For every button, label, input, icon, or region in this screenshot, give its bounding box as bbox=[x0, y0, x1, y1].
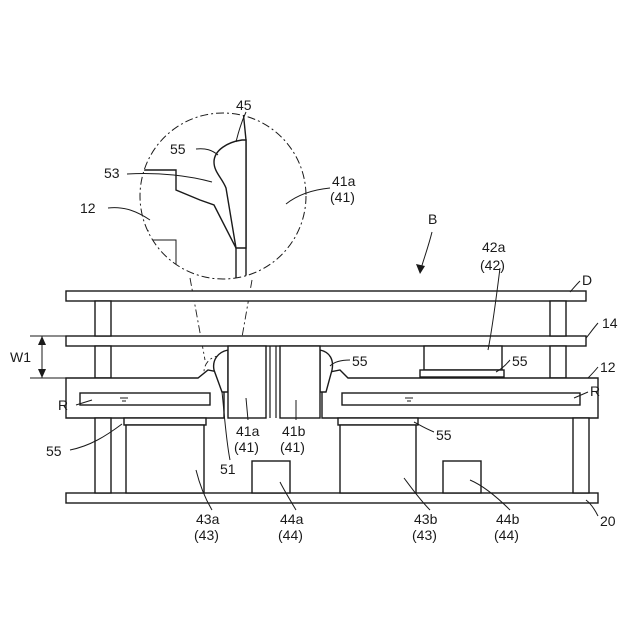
plate-20 bbox=[66, 493, 598, 503]
label-53: 53 bbox=[104, 165, 120, 181]
post-right-mid bbox=[550, 346, 566, 378]
post-right-upper bbox=[550, 301, 566, 336]
label-d: D bbox=[582, 272, 592, 288]
label-43b: 43b bbox=[414, 511, 438, 527]
label-51: 51 bbox=[220, 461, 236, 477]
post-left-upper bbox=[95, 301, 111, 336]
plate-14 bbox=[66, 336, 586, 346]
label-w1: W1 bbox=[10, 349, 31, 365]
label-55-detail: 55 bbox=[170, 141, 186, 157]
label-41-detail: (41) bbox=[330, 189, 355, 205]
post-right-lower bbox=[573, 418, 589, 493]
adhesive-55-42a bbox=[420, 370, 504, 377]
label-r-left: R bbox=[58, 397, 68, 413]
label-43b-paren: (43) bbox=[412, 527, 437, 543]
label-43a: 43a bbox=[196, 511, 220, 527]
label-55-mid: 55 bbox=[352, 353, 368, 369]
detail-part-12 bbox=[130, 170, 236, 290]
adhesive-55-43a bbox=[124, 418, 206, 425]
label-45: 45 bbox=[236, 97, 252, 113]
label-44b-paren: (44) bbox=[494, 527, 519, 543]
detail-view bbox=[130, 100, 320, 290]
label-r-right: R bbox=[590, 383, 600, 399]
post-left-mid bbox=[95, 346, 111, 378]
label-42a: 42a bbox=[482, 239, 506, 255]
label-41a-main: 41a bbox=[236, 423, 260, 439]
part-44a bbox=[252, 461, 290, 493]
label-b: B bbox=[428, 211, 437, 227]
view-arrowhead-b bbox=[416, 264, 425, 274]
label-44a: 44a bbox=[280, 511, 304, 527]
label-20: 20 bbox=[600, 513, 616, 529]
label-41a-main-paren: (41) bbox=[234, 439, 259, 455]
label-41b-main: 41b bbox=[282, 423, 306, 439]
label-44a-paren: (44) bbox=[278, 527, 303, 543]
reservoir-r-left bbox=[80, 393, 210, 405]
post-left-lower bbox=[95, 418, 111, 493]
reservoir-r-right bbox=[342, 393, 580, 405]
w1-arrow-bottom bbox=[38, 369, 46, 378]
part-43b bbox=[340, 425, 416, 493]
label-14: 14 bbox=[602, 315, 618, 331]
label-55-left-bottom: 55 bbox=[46, 443, 62, 459]
label-43a-paren: (43) bbox=[194, 527, 219, 543]
detail-guide-left bbox=[190, 278, 205, 360]
adhesive-55-43b bbox=[338, 418, 418, 425]
part-41b bbox=[280, 346, 320, 418]
part-44b bbox=[443, 461, 481, 493]
part-43a bbox=[126, 425, 204, 493]
label-44b: 44b bbox=[496, 511, 520, 527]
part-42a bbox=[424, 346, 502, 370]
label-41b-main-paren: (41) bbox=[280, 439, 305, 455]
label-42: (42) bbox=[480, 257, 505, 273]
label-12-detail: 12 bbox=[80, 200, 96, 216]
label-12-right: 12 bbox=[600, 359, 616, 375]
detail-part-41a bbox=[242, 100, 320, 290]
label-55-right-bottom: 55 bbox=[436, 427, 452, 443]
label-55-right-top: 55 bbox=[512, 353, 528, 369]
plate-d bbox=[66, 291, 586, 301]
label-41a-detail: 41a bbox=[332, 173, 356, 189]
w1-arrow-top bbox=[38, 336, 46, 345]
